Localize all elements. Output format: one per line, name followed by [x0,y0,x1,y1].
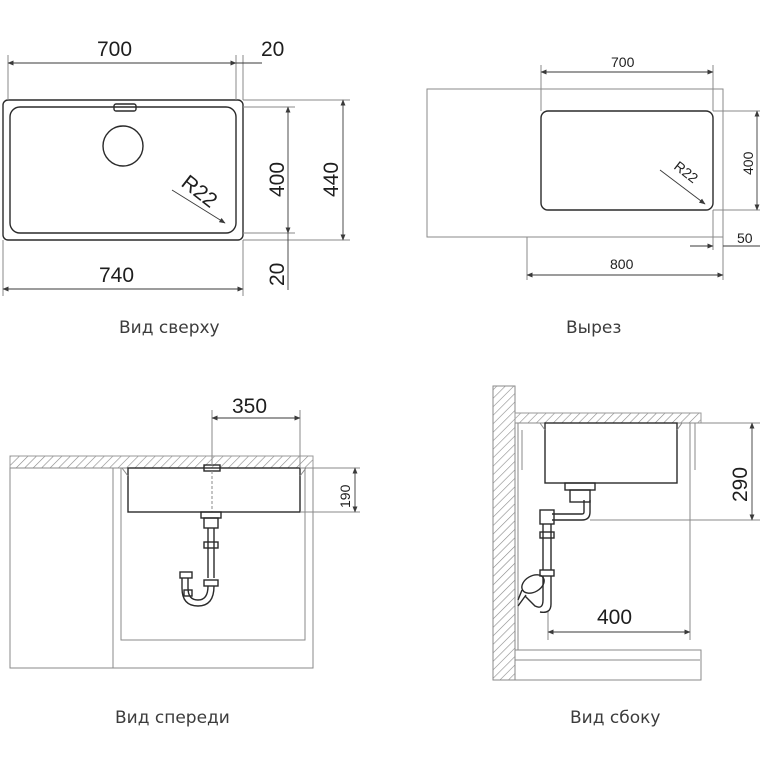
top-depth-inner-label: 400 [266,162,289,197]
side-sink-bowl [544,422,678,484]
top-depth-outer-label: 440 [320,162,343,197]
cutout-depth-label: 400 [740,151,756,175]
cutout-view-caption: Вырез [566,318,621,338]
front-drain-offset-label: 350 [232,395,267,418]
top-view: 700 20 400 440 R22 740 20 Вид сверху [2,38,350,338]
drain-hole [102,125,144,167]
side-view-caption: Вид сбоку [570,708,660,728]
side-floor [514,649,702,681]
front-cabinet-interior [120,467,306,641]
front-sink-bowl [127,467,301,513]
top-radius-label: R22 [177,171,222,213]
front-cabinet-left [9,467,114,669]
front-view-caption: Вид спереди [115,708,230,728]
side-view: 290 400 Вид сбоку [492,385,760,728]
top-total-width-label: 740 [99,264,134,287]
top-bottom-flange-label: 20 [266,263,289,286]
cutout-width-label: 700 [611,54,635,70]
side-siphon [517,482,596,614]
cutout-offset-label: 50 [737,230,753,246]
front-bowl-depth-label: 190 [337,484,353,508]
side-countertop [514,412,702,424]
overflow-slot [113,103,137,112]
front-siphon [179,511,222,607]
countertop-outline [426,88,724,238]
cutout-view: 700 400 R22 800 50 Вырез [426,54,760,338]
front-cabinet-right [112,467,314,669]
side-drain-distance-label: 400 [597,606,632,629]
cutout-total-label: 800 [610,256,634,272]
side-height-label: 290 [729,467,752,502]
top-flange-label: 20 [261,38,284,61]
front-countertop [9,455,314,469]
cutout-opening [540,110,714,211]
side-wall [492,385,516,681]
sink-outer-outline [2,99,244,241]
top-width-label: 700 [97,38,132,61]
top-view-caption: Вид сверху [119,318,220,338]
sink-inner-bowl [9,106,237,234]
front-view: 350 190 Вид спереди [9,395,360,728]
